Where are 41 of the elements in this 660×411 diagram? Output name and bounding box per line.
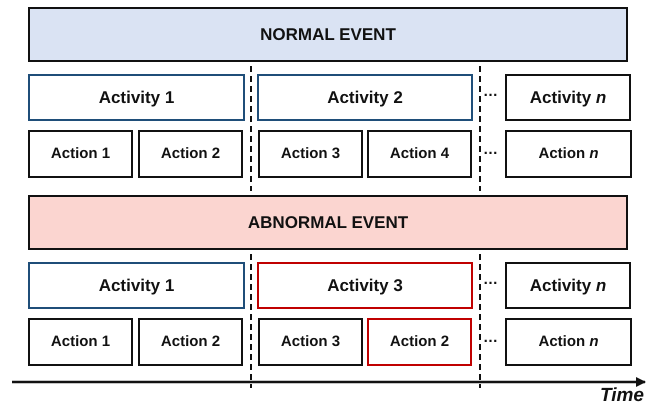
box-label: Action 1 [50, 332, 110, 352]
event-bar [28, 7, 628, 62]
event-bar [28, 195, 628, 250]
box-label: Activity n [530, 86, 606, 108]
ellipsis: … [483, 84, 498, 99]
box-label: Activity n [530, 274, 606, 296]
box-label: Action 2 [390, 332, 450, 352]
box-label: Action 3 [280, 332, 340, 352]
box-label: ABNORMAL EVENT [248, 212, 408, 234]
axis-label: Time [600, 386, 644, 405]
activity-box [28, 262, 245, 309]
ellipsis: … [483, 330, 498, 345]
box-label: Action n [538, 332, 598, 352]
action-box [367, 130, 472, 178]
action-box [138, 130, 243, 178]
box-label: Action 2 [160, 332, 220, 352]
action-box [367, 318, 472, 366]
box-label: Action 3 [280, 144, 340, 164]
action-box [28, 318, 133, 366]
activity-box [257, 74, 473, 121]
activity-box [505, 262, 631, 309]
ellipsis: … [483, 272, 498, 287]
activity-box [505, 74, 631, 121]
action-box [28, 130, 133, 178]
action-box [505, 318, 632, 366]
action-box [505, 130, 632, 178]
activity-box [28, 74, 245, 121]
box-label: Action 2 [160, 144, 220, 164]
action-box [138, 318, 243, 366]
activity-box [257, 262, 473, 309]
box-label: NORMAL EVENT [260, 24, 396, 46]
action-box [258, 318, 363, 366]
box-label: Action 4 [390, 144, 450, 164]
box-label: Action 1 [50, 144, 110, 164]
action-box [258, 130, 363, 178]
box-label: Activity 2 [327, 86, 403, 108]
box-label: Activity 1 [98, 274, 174, 296]
box-label: Action n [538, 144, 598, 164]
ellipsis: … [483, 142, 498, 157]
box-label: Activity 3 [327, 274, 403, 296]
box-label: Activity 1 [98, 86, 174, 108]
